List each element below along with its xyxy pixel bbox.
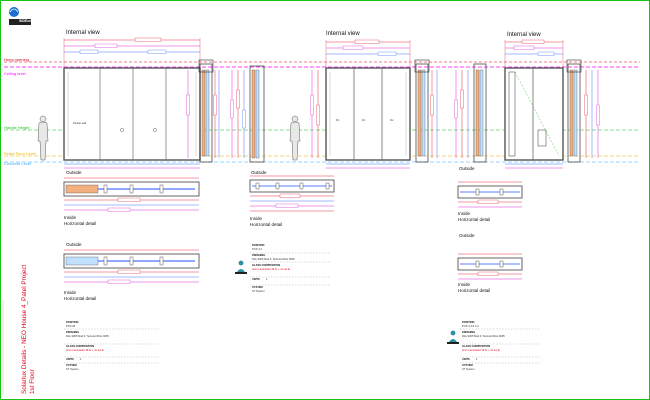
- person-icon: [235, 260, 459, 344]
- handle-height-label: Handle Height: [4, 125, 30, 130]
- human-scale-figure-middle: [289, 115, 301, 161]
- horizontal-detail-label-4: Horizontal detail: [458, 217, 491, 222]
- system-label: SYSTEM: [66, 364, 77, 367]
- horizontal-detail-left-1: [63, 177, 200, 212]
- units-label: UNITS: [66, 358, 74, 361]
- horizontal-detail-right-1: [457, 181, 523, 208]
- units-value: 1: [476, 358, 478, 361]
- floor-title: 1st Floor: [29, 369, 36, 394]
- glass-value: 4mm Laminated 16 Ar + 4 Low E: [462, 349, 500, 352]
- elevation-left: [63, 37, 220, 169]
- system-label: SYSTEM: [252, 286, 263, 289]
- internal-view-heading-right: Internal view: [507, 32, 541, 38]
- inside-label-2: Inside: [64, 290, 77, 295]
- project-title: Solarlux Details - NEO House 4_Patel Pro…: [21, 264, 28, 394]
- internal-view-heading-left: Internal view: [66, 30, 100, 36]
- horizontal-detail-label-2: Horizontal detail: [64, 296, 97, 301]
- inside-label-3: Inside: [250, 216, 263, 221]
- info-block-rules: [64, 252, 540, 364]
- outside-label-5: Outside: [459, 233, 475, 238]
- finishing-value: RAL 9005 Matt F. Textured RAL 9005: [252, 258, 295, 261]
- horizontal-detail-middle: [249, 175, 335, 212]
- units-label: UNITS: [462, 358, 470, 361]
- horizontal-detail-label-5: Horizontal detail: [458, 288, 491, 293]
- system-value: ST System: [252, 290, 265, 293]
- glass-label: GLASS COMPOSITION: [66, 345, 95, 348]
- position-label: POSITION: [66, 321, 79, 324]
- finishing-value: RAL 9005 Matt F. Textured RAL 9005: [66, 335, 109, 338]
- system-label: SYSTEM: [462, 364, 473, 367]
- outside-label-1: Outside: [66, 170, 82, 175]
- horizontal-detail-left-2: [63, 249, 200, 284]
- human-scale-figure: [37, 115, 49, 161]
- finishing-label: FINISHING: [252, 254, 266, 257]
- horizontal-detail-label-1: Horizontal detail: [64, 221, 97, 226]
- glass-label: GLASS COMPOSITION: [462, 345, 491, 348]
- position-label: POSITION: [252, 244, 265, 247]
- finishing-value: RAL 9005 Matt F. Textured RAL 9005: [462, 335, 505, 338]
- finishing-label: FINISHING: [462, 331, 476, 334]
- hung-opening-label: Hung opening: [4, 57, 29, 62]
- units-value: 1: [266, 278, 268, 281]
- glass-label: GLASS COMPOSITION: [252, 264, 281, 267]
- company-logo-icon: [9, 7, 31, 25]
- pocket-wall-label: Pocket wall: [73, 122, 87, 125]
- outside-label-3: Outside: [251, 170, 267, 175]
- glass-value: 4mm Laminated 16 Ar + 4 Low E: [252, 268, 290, 271]
- position-value: POS 4.2: [252, 248, 262, 251]
- horizontal-detail-right-2: [457, 253, 523, 280]
- fix-label-2: Fix: [362, 119, 366, 122]
- outside-label-2: Outside: [66, 242, 82, 247]
- inside-label-5: Inside: [458, 282, 471, 287]
- glass-value: 4mm Laminated 16 Ar + 4 Low E: [66, 349, 104, 352]
- system-value: ST System: [462, 368, 475, 371]
- logo-text: SIDEclock: [19, 19, 37, 23]
- internal-view-heading-middle: Internal view: [326, 31, 360, 37]
- outside-label-4: Outside: [459, 166, 475, 171]
- concrete-level-label: Concrete Level: [4, 161, 31, 166]
- ceiling-level-label: Ceiling level: [4, 71, 26, 76]
- fix-label-3: Fix: [390, 119, 394, 122]
- fix-label-1: Fix: [336, 119, 340, 122]
- inside-label-4: Inside: [458, 211, 471, 216]
- floor-level-label: Finish Floor Level: [4, 151, 36, 156]
- units-label: UNITS: [252, 278, 260, 281]
- horizontal-detail-label-3: Horizontal detail: [250, 222, 283, 227]
- position-label: POSITION: [462, 321, 475, 324]
- finishing-label: FINISHING: [66, 331, 80, 334]
- system-value: ST System: [66, 368, 79, 371]
- elevation-middle: [230, 39, 438, 169]
- units-value: 1: [80, 358, 82, 361]
- position-value: POS 28: [66, 325, 76, 328]
- inside-label-1: Inside: [64, 215, 77, 220]
- elevation-right: [454, 39, 600, 169]
- position-value: POS 4.3 & 4.4: [462, 325, 479, 328]
